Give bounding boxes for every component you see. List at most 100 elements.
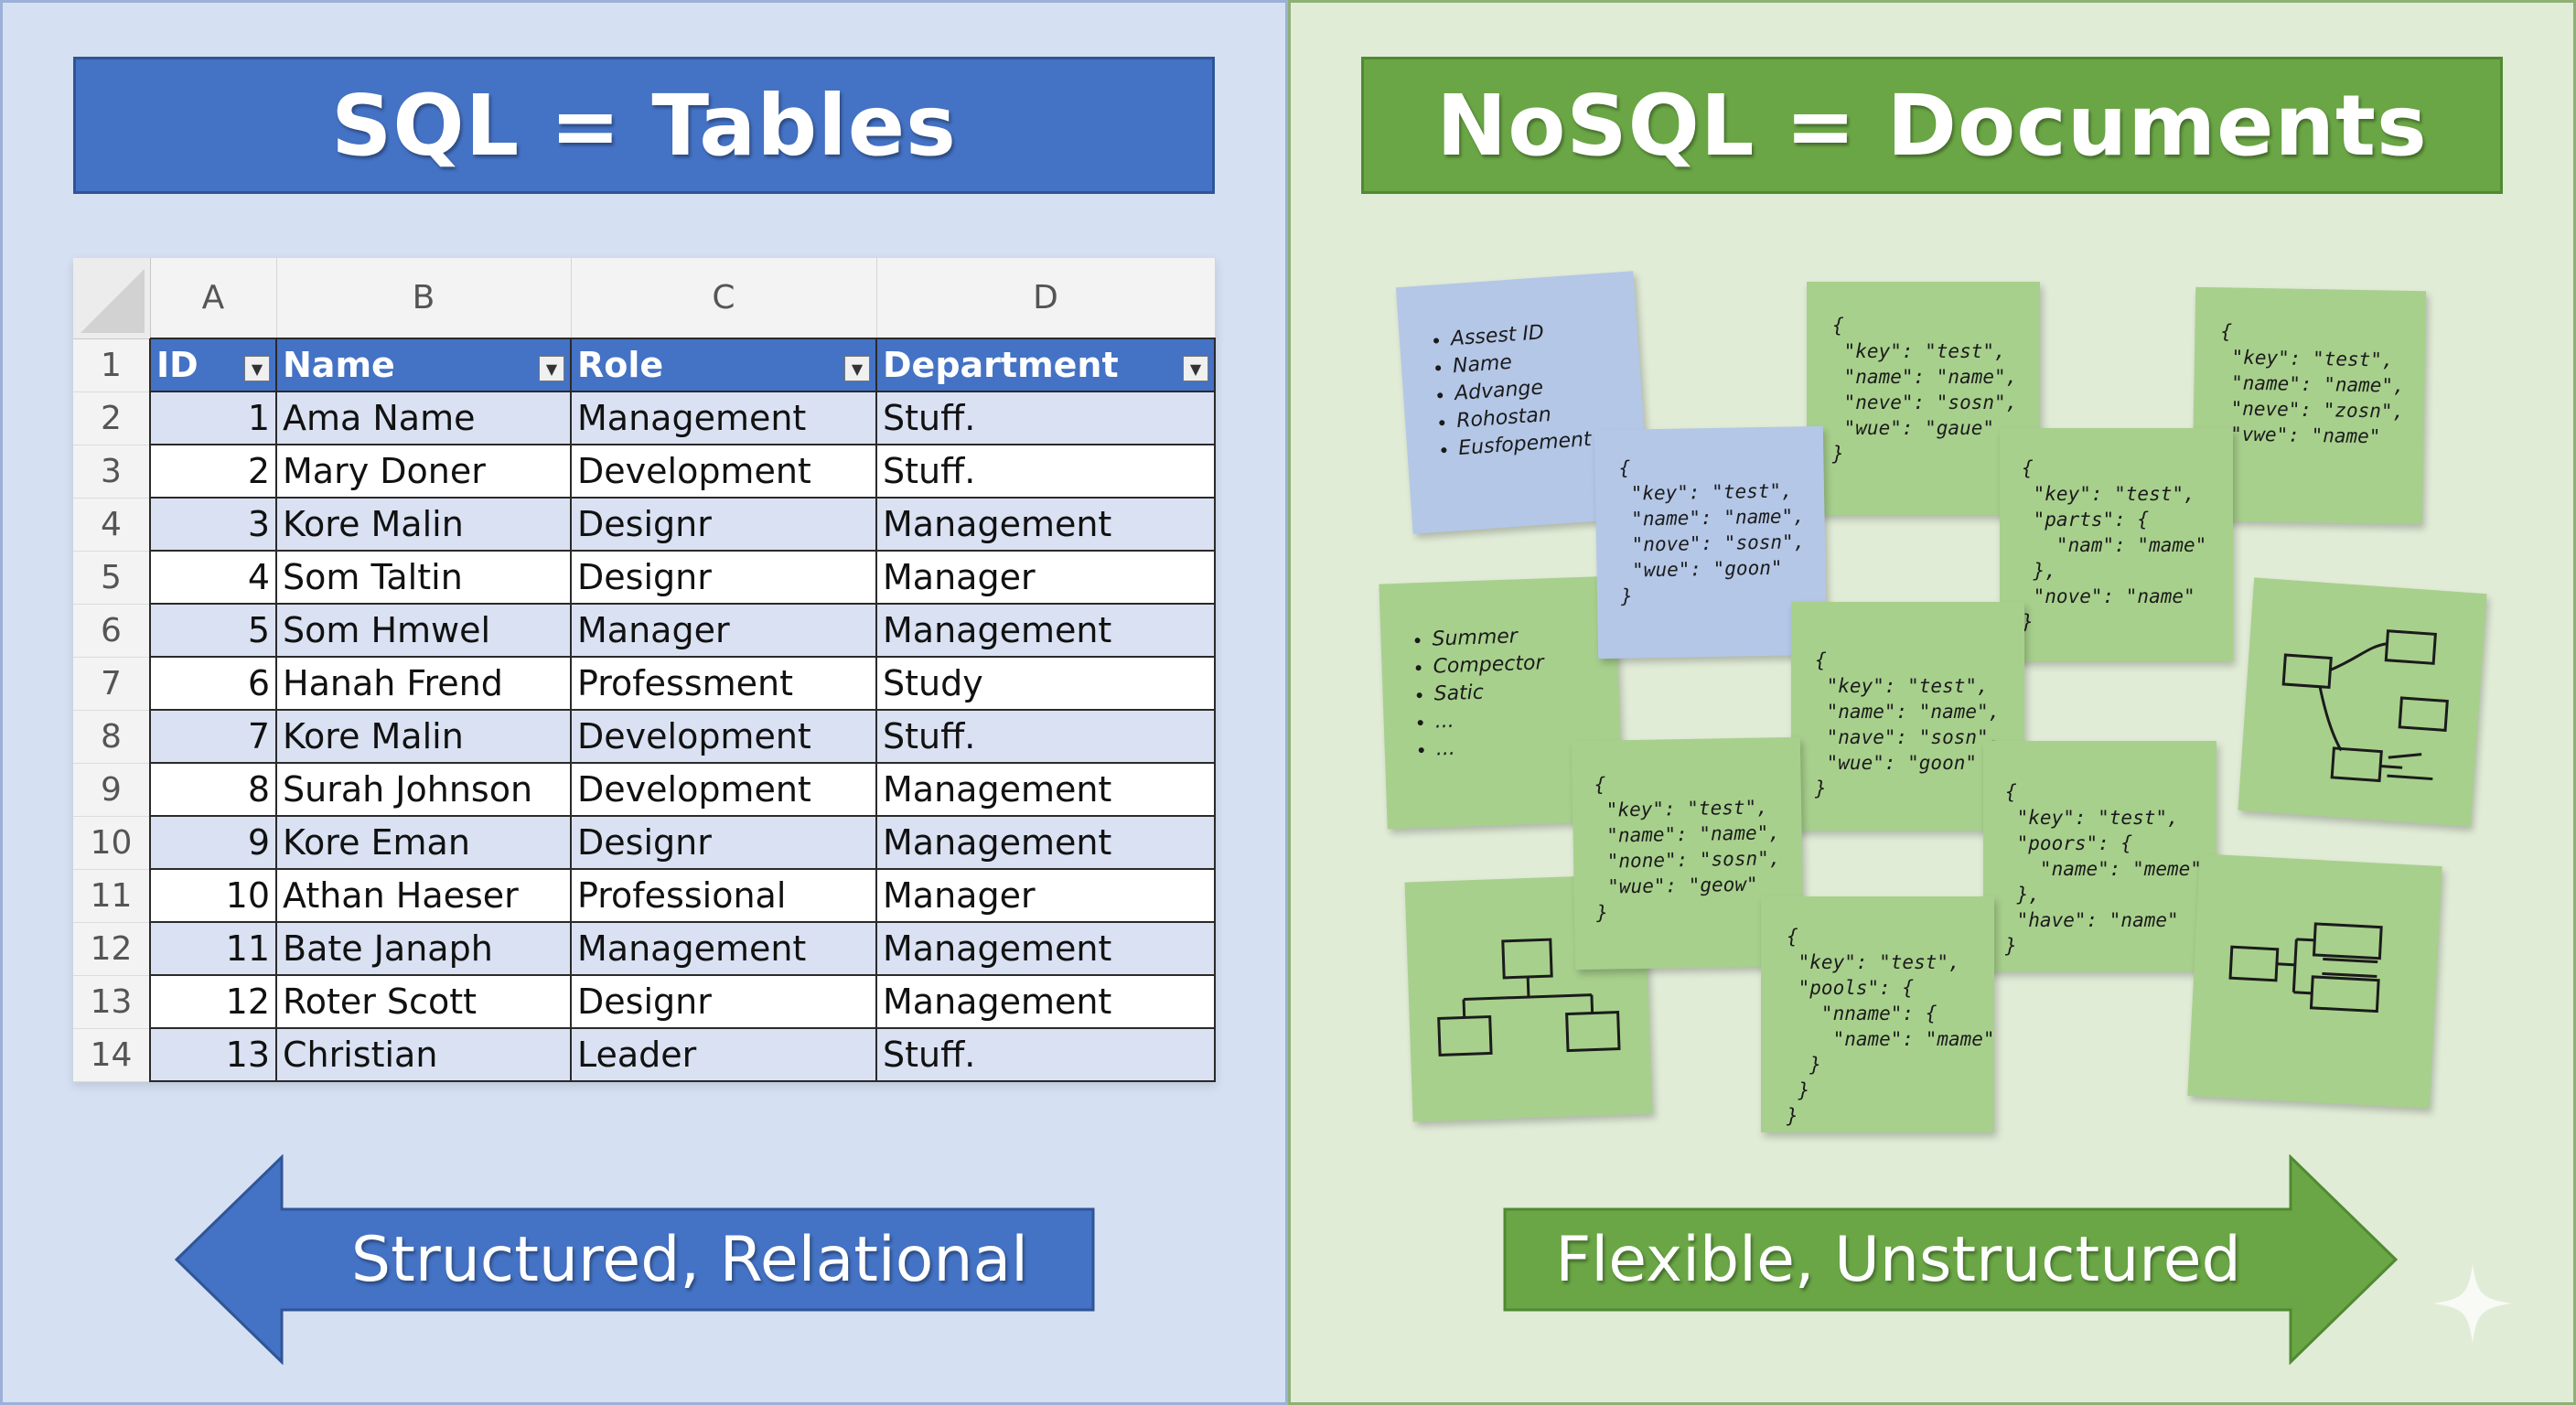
- cell-name[interactable]: Athan Haeser: [275, 868, 572, 923]
- cell-department[interactable]: Stuff.: [875, 709, 1216, 764]
- cell-id[interactable]: 11: [149, 921, 277, 976]
- cell-department[interactable]: Stuff.: [875, 391, 1216, 445]
- cell-id[interactable]: 8: [149, 762, 277, 817]
- cell-department[interactable]: Management: [875, 815, 1216, 870]
- sql-title: SQL = Tables: [73, 57, 1215, 194]
- header-department: Department ▼: [875, 338, 1216, 392]
- cell-department[interactable]: Management: [875, 921, 1216, 976]
- cell-role[interactable]: Development: [570, 762, 877, 817]
- cell-department[interactable]: Manager: [875, 868, 1216, 923]
- row-number[interactable]: 9: [73, 763, 151, 817]
- cell-name[interactable]: Christian: [275, 1027, 572, 1082]
- row-number[interactable]: 11: [73, 869, 151, 923]
- row-number[interactable]: 6: [73, 604, 151, 658]
- cell-role[interactable]: Professional: [570, 868, 877, 923]
- filter-dropdown-icon[interactable]: ▼: [539, 356, 564, 381]
- cell-id[interactable]: 6: [149, 656, 277, 711]
- cell-id[interactable]: 12: [149, 974, 277, 1029]
- cell-department[interactable]: Management: [875, 762, 1216, 817]
- column-letter-row: A B C D: [73, 258, 1216, 339]
- cell-department[interactable]: Manager: [875, 550, 1216, 605]
- document-note-json: { "key": "test", "parts": { "nam": "mame…: [2000, 428, 2233, 661]
- row-number[interactable]: 13: [73, 975, 151, 1029]
- filter-dropdown-icon[interactable]: ▼: [844, 356, 870, 381]
- column-letter-a[interactable]: A: [150, 258, 277, 339]
- json-document: { "key": "test", "name": "name", "neve":…: [1832, 315, 2018, 465]
- cell-id[interactable]: 5: [149, 603, 277, 658]
- row-number[interactable]: 1: [73, 338, 151, 392]
- row-number[interactable]: 12: [73, 922, 151, 976]
- cell-id[interactable]: 3: [149, 497, 277, 552]
- cell-department[interactable]: Management: [875, 603, 1216, 658]
- cell-name[interactable]: Kore Malin: [275, 709, 572, 764]
- header-name-label: Name: [283, 345, 395, 385]
- cell-name[interactable]: Bate Janaph: [275, 921, 572, 976]
- row-number[interactable]: 4: [73, 498, 151, 552]
- row-number[interactable]: 2: [73, 391, 151, 445]
- connected-boxes-sketch-icon: [2281, 629, 2449, 783]
- cell-role[interactable]: Designr: [570, 550, 877, 605]
- document-note-json: { "key": "test", "poors": { "name": "mem…: [1983, 741, 2216, 971]
- cell-role[interactable]: Development: [570, 444, 877, 499]
- row-number[interactable]: 10: [73, 816, 151, 870]
- cell-name[interactable]: Surah Johnson: [275, 762, 572, 817]
- cell-id[interactable]: 2: [149, 444, 277, 499]
- cell-name[interactable]: Som Hmwel: [275, 603, 572, 658]
- cell-role[interactable]: Professment: [570, 656, 877, 711]
- cell-role[interactable]: Designr: [570, 974, 877, 1029]
- cell-id[interactable]: 9: [149, 815, 277, 870]
- cell-id[interactable]: 4: [149, 550, 277, 605]
- header-name: Name ▼: [275, 338, 572, 392]
- cell-name[interactable]: Roter Scott: [275, 974, 572, 1029]
- json-document: { "key": "test", "pools": { "nname": { "…: [1787, 926, 1995, 1127]
- row-number[interactable]: 14: [73, 1028, 151, 1082]
- cell-department[interactable]: Study: [875, 656, 1216, 711]
- row-number[interactable]: 5: [73, 551, 151, 605]
- header-role-label: Role: [577, 345, 664, 385]
- cell-department[interactable]: Management: [875, 497, 1216, 552]
- json-document: { "key": "test", "name": "name", "neve":…: [2218, 320, 2405, 470]
- cell-role[interactable]: Development: [570, 709, 877, 764]
- row-number[interactable]: 8: [73, 710, 151, 764]
- cell-name[interactable]: Kore Eman: [275, 815, 572, 870]
- cell-name[interactable]: Kore Malin: [275, 497, 572, 552]
- cell-name[interactable]: Mary Doner: [275, 444, 572, 499]
- filter-dropdown-icon[interactable]: ▼: [244, 356, 270, 381]
- cell-role[interactable]: Management: [570, 921, 877, 976]
- cell-name[interactable]: Som Taltin: [275, 550, 572, 605]
- document-note-diagram: [1404, 874, 1653, 1122]
- cell-role[interactable]: Designr: [570, 815, 877, 870]
- column-letter-d[interactable]: D: [876, 258, 1216, 339]
- cell-department[interactable]: Stuff.: [875, 1027, 1216, 1082]
- row-number[interactable]: 7: [73, 657, 151, 711]
- cell-id[interactable]: 1: [149, 391, 277, 445]
- cell-name[interactable]: Hanah Frend: [275, 656, 572, 711]
- cell-id[interactable]: 7: [149, 709, 277, 764]
- cell-role[interactable]: Designr: [570, 497, 877, 552]
- cell-department[interactable]: Management: [875, 974, 1216, 1029]
- cell-department[interactable]: Stuff.: [875, 444, 1216, 499]
- header-id: ID▼: [149, 338, 277, 392]
- json-document: { "key": "test", "name": "name", "nove":…: [1618, 456, 1806, 607]
- filter-dropdown-icon[interactable]: ▼: [1183, 356, 1208, 381]
- row-number[interactable]: 3: [73, 445, 151, 499]
- column-letter-c[interactable]: C: [571, 258, 877, 339]
- cell-role[interactable]: Manager: [570, 603, 877, 658]
- json-document: { "key": "test", "parts": { "nam": "mame…: [2022, 457, 2207, 633]
- cell-name[interactable]: Ama Name: [275, 391, 572, 445]
- cell-id[interactable]: 10: [149, 868, 277, 923]
- header-department-label: Department: [883, 345, 1119, 385]
- select-all-corner[interactable]: [73, 258, 151, 339]
- cell-role[interactable]: Leader: [570, 1027, 877, 1082]
- cell-id[interactable]: 13: [149, 1027, 277, 1082]
- cell-role[interactable]: Management: [570, 391, 877, 445]
- column-letter-b[interactable]: B: [276, 258, 572, 339]
